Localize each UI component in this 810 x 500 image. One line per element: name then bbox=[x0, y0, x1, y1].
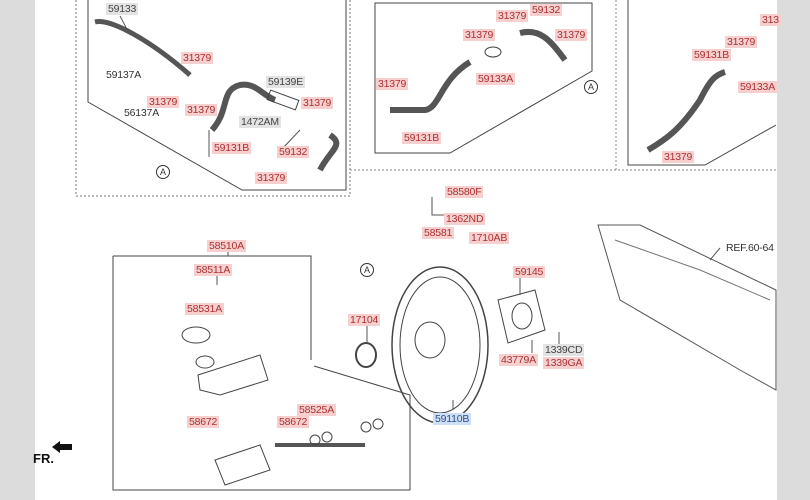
part-label-59145[interactable]: 59145 bbox=[513, 266, 546, 278]
front-arrow-icon bbox=[52, 441, 72, 453]
part-label-59139E[interactable]: 59139E bbox=[266, 76, 306, 88]
part-label-31379[interactable]: 31379 bbox=[255, 172, 288, 184]
hose-59133 bbox=[94, 19, 192, 77]
part-label-56137A[interactable]: 56137A bbox=[124, 107, 160, 119]
hose-59131B-mid bbox=[390, 59, 472, 113]
top-left-inner-frame bbox=[87, 0, 347, 191]
valve-59139E bbox=[266, 89, 300, 111]
part-label-59131B[interactable]: 59131B bbox=[402, 132, 442, 144]
part-label-31379[interactable]: 31379 bbox=[725, 36, 758, 48]
part-label-31379[interactable]: 31379 bbox=[555, 29, 588, 41]
part-label-31379[interactable]: 31379 bbox=[147, 96, 180, 108]
master-cylinder-group-frame bbox=[112, 255, 411, 491]
part-label-58511A[interactable]: 58511A bbox=[194, 264, 233, 276]
reference-label[interactable]: REF.60-64 bbox=[726, 242, 774, 254]
hose-59131B bbox=[209, 81, 277, 133]
hose-59132-mid bbox=[519, 28, 568, 62]
gasket-59145 bbox=[497, 289, 546, 344]
part-label-59131B[interactable]: 59131B bbox=[692, 49, 732, 61]
part-label-58672[interactable]: 58672 bbox=[187, 416, 220, 428]
part-label-31379[interactable]: 31379 bbox=[496, 10, 529, 22]
left-margin-strip bbox=[0, 0, 35, 500]
part-label-1472AM[interactable]: 1472AM bbox=[239, 116, 281, 128]
dash-panel-ref bbox=[597, 224, 777, 391]
front-direction-label: FR. bbox=[33, 451, 54, 466]
cap-58531A bbox=[181, 326, 211, 344]
part-label-31379[interactable]: 31379 bbox=[181, 52, 214, 64]
part-label-58531A[interactable]: 58531A bbox=[185, 303, 225, 315]
ref-marker-a: A bbox=[360, 263, 374, 277]
brake-booster-59110B bbox=[391, 266, 489, 424]
part-label-59133[interactable]: 59133 bbox=[106, 3, 139, 15]
part-label-58580F[interactable]: 58580F bbox=[445, 186, 484, 198]
top-left-group-frame bbox=[75, 0, 351, 197]
part-label-1710AB[interactable]: 1710AB bbox=[469, 232, 510, 244]
part-label-59133A[interactable]: 59133A bbox=[476, 73, 516, 85]
part-label-59132[interactable]: 59132 bbox=[277, 146, 310, 158]
master-cylinder-body bbox=[214, 444, 271, 486]
part-label-58525A[interactable]: 58525A bbox=[297, 404, 337, 416]
ref-marker-a: A bbox=[156, 165, 170, 179]
part-label-313-cut[interactable]: 313 bbox=[760, 14, 781, 26]
top-middle-group-frame bbox=[374, 2, 593, 154]
part-label-59133A[interactable]: 59133A bbox=[738, 81, 778, 93]
top-right-group-frame bbox=[627, 0, 777, 166]
part-label-59110B[interactable]: 59110B bbox=[433, 413, 472, 425]
part-label-58581[interactable]: 58581 bbox=[422, 227, 455, 239]
part-label-1339GA[interactable]: 1339GA bbox=[543, 357, 585, 369]
part-label-31379[interactable]: 31379 bbox=[662, 151, 695, 163]
part-label-31379[interactable]: 31379 bbox=[376, 78, 409, 90]
part-label-1339CD[interactable]: 1339CD bbox=[543, 344, 585, 356]
ref-marker-a: A bbox=[584, 80, 598, 94]
part-label-1362ND[interactable]: 1362ND bbox=[444, 213, 486, 225]
part-label-59137A[interactable]: 59137A bbox=[106, 69, 142, 81]
part-label-59131B[interactable]: 59131B bbox=[212, 142, 252, 154]
reservoir-58511A bbox=[197, 354, 269, 396]
part-label-43779A[interactable]: 43779A bbox=[499, 354, 539, 366]
part-label-58672[interactable]: 58672 bbox=[277, 416, 310, 428]
right-margin-strip bbox=[777, 0, 810, 500]
valve-59133A bbox=[484, 46, 502, 58]
hose-59132 bbox=[317, 132, 340, 172]
part-label-31379[interactable]: 31379 bbox=[301, 97, 334, 109]
part-label-59132[interactable]: 59132 bbox=[530, 4, 563, 16]
part-label-17104[interactable]: 17104 bbox=[348, 314, 381, 326]
hose-59131B-right bbox=[646, 69, 726, 153]
oring-17104 bbox=[355, 342, 377, 368]
part-label-31379[interactable]: 31379 bbox=[185, 104, 218, 116]
part-label-31379[interactable]: 31379 bbox=[463, 29, 496, 41]
part-label-58510A[interactable]: 58510A bbox=[207, 240, 247, 252]
